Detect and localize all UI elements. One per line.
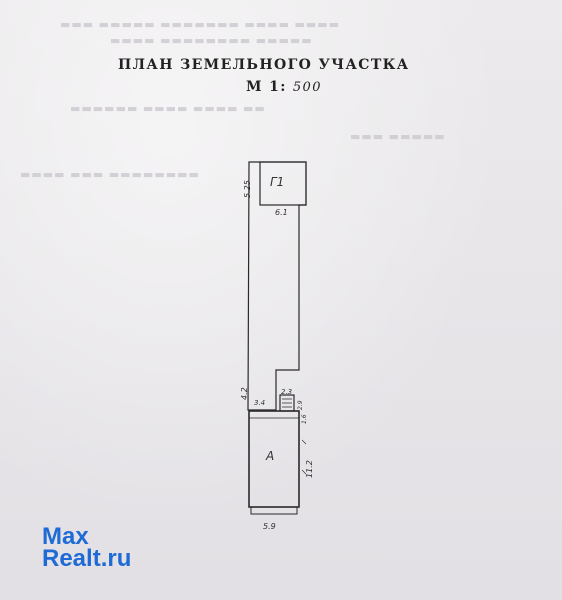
scale-prefix: М 1:	[246, 79, 287, 95]
porch-outline	[279, 394, 295, 412]
logo-text-domain: .ru	[100, 545, 132, 572]
garage-label: Г1	[270, 175, 284, 189]
watermark-logo: Max Realt.ru	[42, 523, 132, 572]
plot-outline	[247, 161, 307, 411]
page-title: ПЛАН ЗЕМЕЛЬНОГО УЧАСТКА	[118, 57, 410, 73]
scale-value: 500	[292, 80, 322, 95]
bleed-through-text: ▬▬▬▬▬▬ ▬▬▬▬ ▬▬▬▬ ▬▬	[70, 102, 266, 115]
bleed-through-text: ▬▬▬ ▬▬▬▬▬ ▬▬▬▬▬▬▬ ▬▬▬▬ ▬▬▬▬	[60, 18, 341, 31]
dim-left-step: 4.2	[240, 387, 249, 400]
garage-outline	[259, 161, 307, 206]
dim-garage-height: 5.25	[243, 180, 252, 198]
dim-step-width: 3.4	[254, 399, 265, 407]
logo-text-realt-main: Realt	[42, 545, 101, 572]
bleed-through-text: ▬▬▬ ▬▬▬▬▬	[350, 130, 446, 143]
bleed-through-text: ▬▬▬▬ ▬▬▬▬▬▬▬▬ ▬▬▬▬▬	[110, 34, 313, 47]
dim-right-step: 1.6	[301, 414, 308, 424]
scale-line: М 1: 500	[246, 79, 322, 95]
dim-house-height: 11.2	[305, 460, 314, 478]
logo-text-realt: Realt.ru	[42, 545, 132, 572]
bleed-through-text: ▬▬▬▬ ▬▬▬ ▬▬▬▬▬▬▬▬	[20, 168, 200, 181]
dim-porch-width: 2.3	[281, 388, 292, 396]
house-label: А	[265, 449, 274, 463]
dim-garage-width: 6.1	[275, 208, 288, 217]
dim-porch-side: 2.9	[297, 400, 304, 410]
dim-house-width: 5.9	[263, 522, 276, 531]
logo-text-max: Max	[42, 523, 89, 550]
house-outline	[248, 410, 300, 508]
